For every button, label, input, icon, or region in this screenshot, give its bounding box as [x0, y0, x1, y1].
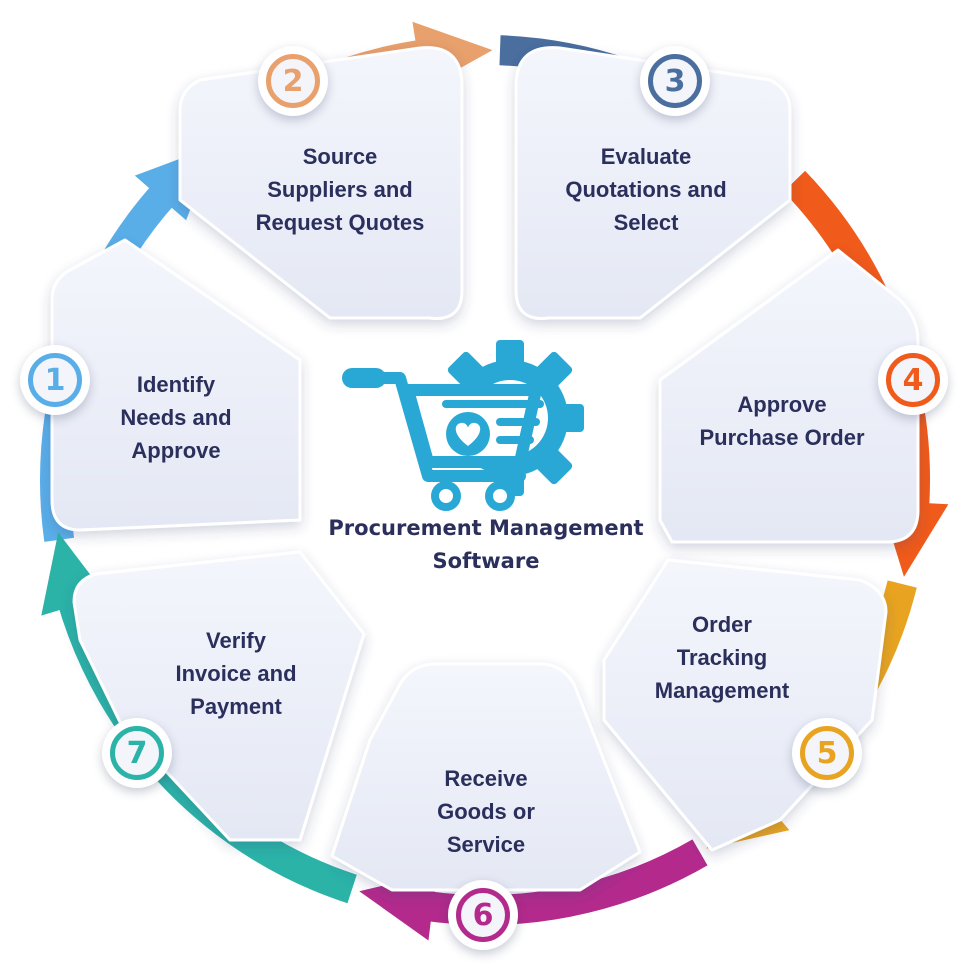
step-2-line-3: Request Quotes — [255, 210, 425, 235]
shopping-cart-gear-icon — [342, 340, 584, 511]
step-5-number: 5 — [816, 735, 838, 771]
step-7-line-3: Payment — [190, 694, 282, 719]
step-4-line-1: Approve — [737, 392, 827, 417]
step-3-line-1: Evaluate — [600, 144, 692, 169]
step-2-badge: 2 — [258, 46, 328, 116]
step-2-card — [178, 46, 464, 320]
step-7-badge: 7 — [102, 718, 172, 788]
step-6-number: 6 — [472, 897, 494, 933]
step-6-line-3: Service — [446, 832, 526, 857]
step-1-line-2: Needs and — [120, 405, 232, 430]
step-6-label: Receive Goods or Service — [396, 762, 576, 861]
step-6-line-2: Goods or — [437, 799, 535, 824]
step-5-line-2: Tracking — [676, 645, 768, 670]
step-7-line-1: Verify — [206, 628, 266, 653]
step-1-line-1: Identify — [136, 372, 216, 397]
step-4-number: 4 — [902, 362, 924, 398]
step-7-line-2: Invoice and — [175, 661, 297, 686]
step-2-label: Source Suppliers and Request Quotes — [230, 140, 450, 239]
step-5-line-1: Order — [692, 612, 752, 637]
step-4-badge: 4 — [878, 345, 948, 415]
step-2-number: 2 — [282, 63, 304, 99]
step-4-line-2: Purchase Order — [699, 425, 865, 450]
step-3-label: Evaluate Quotations and Select — [536, 140, 756, 239]
step-1-badge: 1 — [20, 345, 90, 415]
step-cards — [50, 46, 920, 892]
step-6-line-1: Receive — [444, 766, 528, 791]
step-5-label: Order Tracking Management — [626, 608, 818, 707]
step-7-card — [72, 550, 366, 842]
step-3-line-2: Quotations and — [565, 177, 727, 202]
step-1-number: 1 — [44, 362, 66, 398]
step-3-card — [514, 46, 792, 320]
center-title-line-2: Software — [432, 549, 540, 573]
step-5-badge: 5 — [792, 718, 862, 788]
step-1-line-3: Approve — [131, 438, 221, 463]
step-1-label: Identify Needs and Approve — [86, 368, 266, 467]
center-title-line-1: Procurement Management — [328, 516, 644, 540]
center-title: Procurement Management Software — [300, 512, 672, 578]
step-6-card — [330, 662, 642, 892]
step-7-number: 7 — [126, 735, 148, 771]
step-5-line-3: Management — [654, 678, 790, 703]
step-2-line-2: Suppliers and — [267, 177, 413, 202]
step-3-number: 3 — [664, 63, 686, 99]
step-2-line-1: Source — [302, 144, 378, 169]
step-3-line-3: Select — [613, 210, 679, 235]
step-3-badge: 3 — [640, 46, 710, 116]
step-7-label: Verify Invoice and Payment — [146, 624, 326, 723]
step-1-card — [50, 238, 302, 532]
step-4-label: Approve Purchase Order — [676, 388, 888, 454]
step-4-card — [658, 248, 920, 544]
step-6-badge: 6 — [448, 880, 518, 950]
